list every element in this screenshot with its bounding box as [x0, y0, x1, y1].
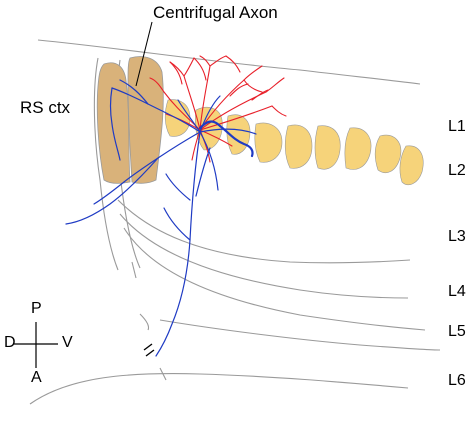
- dendrite-branch: [199, 129, 211, 163]
- dendrite-branch: [199, 55, 211, 67]
- dendrite-branch: [271, 105, 287, 117]
- l6-boundary-line: [29, 373, 409, 405]
- glomerulus-7: [344, 127, 372, 170]
- axon-branch: [177, 99, 201, 133]
- l5-lower-line: [159, 319, 441, 351]
- glomerulus-8: [374, 134, 402, 173]
- glomeruli: [164, 99, 424, 185]
- axis-label-posterior: P: [31, 300, 42, 317]
- axon-branch: [163, 207, 191, 241]
- glomerulus-2: [194, 107, 223, 151]
- axis-label-anterior: A: [31, 369, 42, 386]
- lateral-edge-left: [93, 57, 119, 271]
- axon-main-trunk: [155, 131, 201, 357]
- dendrite-branch: [149, 77, 165, 93]
- layer-label-l5: L5: [448, 323, 466, 340]
- dendrite-branch: [243, 79, 263, 93]
- rs-cortex-bands: [96, 56, 164, 184]
- tissue-boundaries: [29, 39, 441, 405]
- red-dendritic-arbor: [149, 55, 287, 163]
- blue-axon: [65, 79, 257, 357]
- axis-label-ventral: V: [62, 334, 73, 351]
- dendrite-branch: [265, 77, 285, 93]
- dendrite-branch: [225, 55, 241, 73]
- l5-boundary-line: [123, 227, 426, 331]
- orientation-cross: [14, 322, 58, 368]
- fragment-line-a: [131, 261, 137, 279]
- dendrite-branch: [193, 57, 207, 81]
- axon-branch: [199, 131, 219, 191]
- dendrite-branch: [183, 57, 195, 77]
- axon-branch: [195, 147, 211, 197]
- dendrite-branch: [199, 65, 211, 131]
- dendrite-branch: [251, 89, 269, 101]
- axon-branch: [199, 128, 257, 135]
- rs-ctx-label: RS ctx: [20, 98, 71, 117]
- axon-branch: [119, 79, 149, 105]
- layer-label-l6: L6: [448, 372, 466, 389]
- axon-branch: [93, 181, 125, 205]
- centrifugal-axon-label: Centrifugal Axon: [153, 3, 278, 22]
- axon-branch: [165, 173, 191, 201]
- layer-label-l1: L1: [448, 118, 466, 135]
- dendrite-branch: [183, 75, 201, 131]
- dendrite-branch: [169, 61, 183, 85]
- glomerulus-5: [284, 124, 313, 169]
- layer-label-l2: L2: [448, 162, 466, 179]
- fragment-line-b: [139, 313, 150, 331]
- dendrite-branch: [243, 65, 263, 81]
- fragment-line-c: [159, 367, 167, 381]
- glomerulus-4: [254, 122, 283, 163]
- top-boundary-line: [37, 39, 421, 85]
- axon-branch: [199, 95, 221, 133]
- axis-label-dorsal: D: [4, 334, 16, 351]
- axon-branch: [65, 157, 159, 225]
- axon-branch: [109, 87, 121, 161]
- layer-label-l3: L3: [448, 228, 466, 245]
- dendrite-branch: [229, 83, 249, 97]
- axon-thick-segment: [218, 124, 254, 158]
- dendrite-branch: [199, 105, 273, 131]
- l3-boundary-line: [117, 199, 411, 264]
- title-leader-line: [135, 21, 153, 87]
- glomerulus-6: [314, 125, 341, 170]
- l4-boundary-line: [119, 213, 409, 299]
- rs-cortex-band-2: [127, 56, 164, 184]
- rs-cortex-band-1: [96, 62, 131, 184]
- break-mark: [143, 343, 155, 357]
- dendrite-branch: [209, 55, 227, 67]
- layer-label-l4: L4: [448, 283, 466, 300]
- glomerulus-9: [399, 145, 424, 185]
